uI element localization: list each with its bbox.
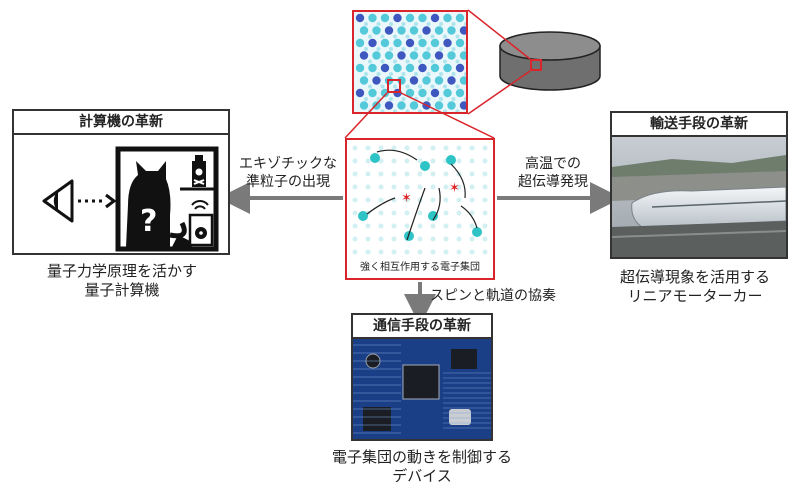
sample-zoom-marker	[530, 59, 542, 71]
poison-bottle-icon	[192, 155, 206, 187]
left-caption: 量子力学原理を活かす 量子計算機	[46, 262, 197, 299]
left-arrow-label: エキゾチックな 準粒子の出現	[239, 156, 337, 190]
sample-cylinder-image	[498, 28, 602, 94]
svg-text:✶: ✶	[401, 191, 412, 206]
bottom-arrow-label: スピンと軌道の協奏	[430, 288, 556, 304]
circuit-board-photo	[351, 337, 493, 441]
maglev-train-photo	[610, 135, 788, 259]
bottom-box-title: 通信手段の革新	[351, 313, 493, 337]
radioactive-icon	[195, 227, 207, 239]
right-caption: 超伝導現象を活用する リニアモーターカー	[619, 268, 770, 305]
left-box-title: 計算機の革新	[12, 109, 230, 133]
question-icon: ?	[140, 204, 157, 239]
electron-collective-caption: 強く相互作用する電子集団	[360, 262, 480, 273]
electron-collective-panel: ✶ ✶ 強く相互作用する電子集団	[345, 138, 495, 280]
right-box-title: 輸送手段の革新	[610, 111, 788, 135]
eye-icon	[42, 179, 74, 223]
svg-text:✶: ✶	[449, 181, 460, 196]
right-arrow-label: 高温での 超伝導発現	[518, 156, 588, 190]
crystal-lattice-image	[352, 10, 468, 114]
cat-icon	[126, 161, 187, 247]
bottom-caption: 電子集団の動きを制御する デバイス	[331, 448, 512, 485]
crystal-zoom-marker	[387, 79, 401, 93]
quantum-computer-illustration: ?	[12, 133, 230, 255]
